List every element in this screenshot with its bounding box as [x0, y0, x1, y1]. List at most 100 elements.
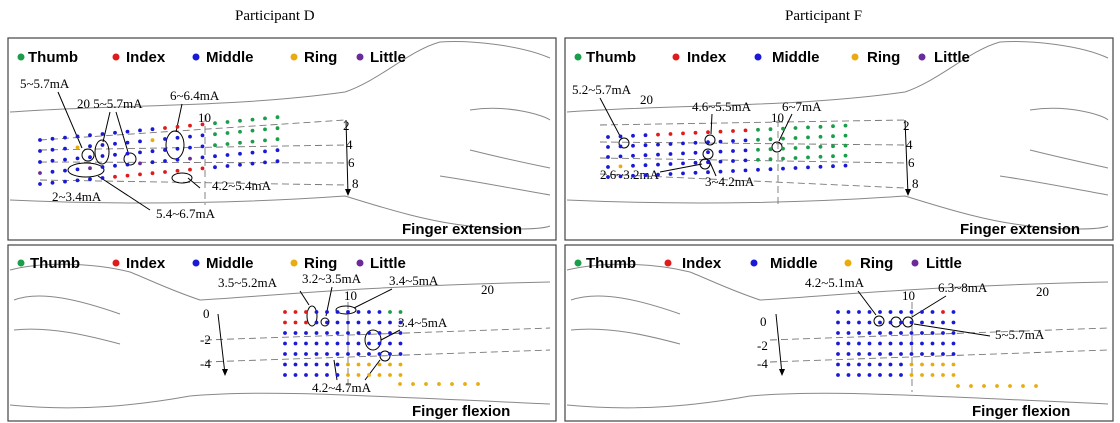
electrode-dot-middle [150, 160, 155, 165]
panel-caption: Finger flexion [972, 403, 1070, 420]
electrode-dot-middle [857, 362, 861, 367]
legend-dot-little [356, 259, 364, 267]
legend-label: Little [926, 255, 962, 272]
electrode-dot-thumb [238, 129, 242, 134]
highlight-ring [171, 172, 193, 184]
electrode-dot-ring [951, 373, 956, 377]
annotation-arrow [659, 163, 703, 173]
electrode-dot-middle [275, 148, 280, 153]
scale-label: 6 [348, 155, 355, 170]
electrode-dot-middle [693, 170, 698, 175]
electrode-dot-middle [867, 352, 872, 356]
electrode-dot-middle [857, 352, 861, 356]
electrode-dot-middle [920, 352, 924, 356]
electrode-dot-middle [899, 320, 903, 325]
legend-dot-little [911, 259, 919, 267]
electrode-dot-middle [275, 159, 280, 164]
electrode-dot-middle [930, 310, 935, 314]
electrode-dot-middle [888, 373, 893, 377]
annotation: 6.3~8mA [938, 280, 988, 295]
axis-label: 10 [771, 110, 784, 125]
annotation-arrow [364, 359, 381, 381]
electrode-dot-thumb [793, 136, 798, 140]
highlight-ring [618, 137, 630, 149]
electrode-dot-middle [314, 373, 319, 377]
legend-label: Index [126, 49, 166, 66]
annotation-arrow [353, 288, 393, 309]
electrode-dot-middle [909, 352, 914, 356]
electrode-dot-index [718, 129, 723, 134]
annotation-arrow [333, 359, 338, 381]
electrode-dot-middle [941, 352, 945, 356]
electrode-dot-index [163, 170, 167, 174]
annotation-arrow [913, 323, 991, 337]
electrode-dot-index [293, 320, 298, 325]
electrode-dot-index [304, 310, 308, 314]
legend-dot-index [112, 259, 120, 267]
legend-dot-thumb [574, 53, 582, 61]
electrode-dot-ring [969, 384, 973, 388]
legend-dot-middle [192, 259, 200, 267]
electrode-dot-middle [125, 140, 130, 145]
electrode-dot-middle [878, 341, 882, 346]
electrode-dot-index [200, 122, 205, 127]
electrode-dot-thumb [398, 310, 403, 314]
electrode-dot-middle [846, 352, 851, 356]
electrode-dot-middle [743, 148, 748, 153]
electrode-dot-middle [388, 320, 392, 325]
legend-label: Middle [206, 49, 254, 66]
highlight-ring [873, 315, 885, 327]
electrode-dot-middle [38, 138, 42, 142]
legend-label: Middle [772, 49, 820, 66]
electrode-dot-index [283, 310, 287, 314]
annotation-arrow [102, 111, 111, 143]
electrode-dot-middle [857, 331, 861, 335]
electrode-dot-index [150, 171, 155, 176]
electrode-dot-middle [356, 331, 361, 335]
legend-label: Ring [860, 255, 893, 272]
annotation-arrow [380, 329, 401, 341]
electrode-dot-middle [681, 151, 685, 156]
annotation: 4.2~5.1mA [805, 275, 865, 290]
electrode-dot-middle [656, 162, 660, 167]
grid-line [204, 349, 551, 363]
electrode-dot-middle [163, 148, 167, 152]
annotation: 20 5~5.7mA [77, 96, 143, 111]
legend-dot-middle [754, 53, 762, 61]
electrode-dot-thumb [843, 143, 848, 148]
highlight-ring [306, 305, 318, 327]
participant-d-title: Participant D [235, 8, 315, 24]
participant-f-title: Participant F [785, 8, 863, 24]
electrode-dot-middle [878, 310, 882, 314]
scale-label: 8 [912, 176, 919, 191]
electrode-dot-middle [846, 331, 851, 335]
electrode-dot-middle [293, 341, 298, 346]
electrode-dot-middle [283, 373, 287, 377]
electrode-dot-middle [643, 133, 648, 138]
electrode-dot-middle [867, 310, 872, 314]
electrode-dot-middle [163, 137, 167, 141]
electrode-dot-middle [857, 373, 861, 377]
annotation: 4.2~4.7mA [312, 380, 372, 395]
electrode-dot-middle [325, 362, 329, 367]
electrode-dot-middle [225, 153, 230, 157]
annotation: 2~3.4mA [52, 189, 102, 204]
electrode-dot-thumb [756, 127, 760, 132]
electrode-dot-middle [388, 341, 392, 346]
electrode-dot-little [138, 161, 142, 166]
electrode-dot-middle [836, 352, 840, 356]
legend-label: Middle [770, 255, 818, 272]
electrode-dot-ring [909, 373, 914, 377]
panel-frame [564, 37, 1114, 241]
scale-arrowhead [345, 189, 351, 196]
legend-label: Thumb [586, 49, 636, 66]
electrode-dot-index [283, 320, 287, 325]
electrode-dot-middle [63, 179, 67, 184]
grid-line [769, 349, 1109, 363]
electrode-dot-middle [263, 149, 267, 154]
electrode-dot-middle [388, 352, 392, 356]
annotation: 2.6~3.2mA [600, 167, 660, 182]
electrode-dot-middle [50, 136, 55, 141]
electrode-dot-middle [930, 352, 935, 356]
electrode-dot-thumb [806, 135, 810, 140]
